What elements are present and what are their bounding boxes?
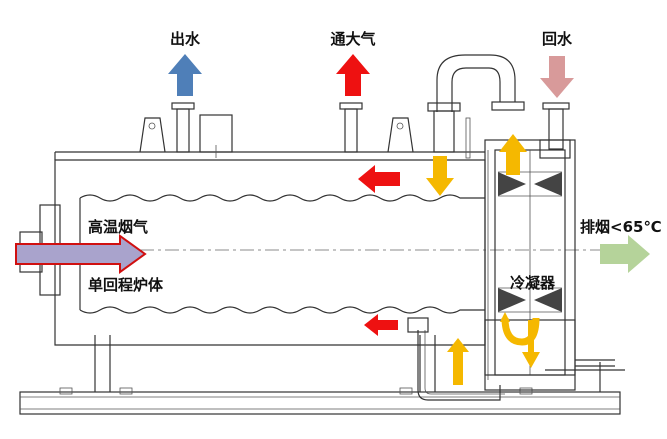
- top-nozzles: [139, 54, 570, 159]
- return-water-label: 回水: [542, 30, 573, 48]
- exhaust-label: 排烟<65℃: [580, 218, 662, 236]
- coil-lower: [498, 287, 562, 313]
- base-frame: [19, 335, 625, 415]
- vent-arrow: [336, 54, 370, 96]
- internal-flow-arrows: [358, 134, 540, 385]
- outlet-water-label: 出水: [170, 30, 201, 48]
- return-water-arrow: [540, 56, 574, 98]
- hot-flue-gas-arrow: [15, 234, 147, 274]
- hot-flue-gas-label: 高温烟气: [88, 218, 148, 236]
- vent-label: 通大气: [330, 30, 375, 48]
- outlet-water-arrow: [168, 54, 202, 96]
- single-pass-furnace-label: 单回程炉体: [88, 276, 164, 294]
- condenser-label: 冷凝器: [510, 274, 556, 292]
- exhaust-arrow: [600, 235, 650, 273]
- condenser: [407, 139, 615, 401]
